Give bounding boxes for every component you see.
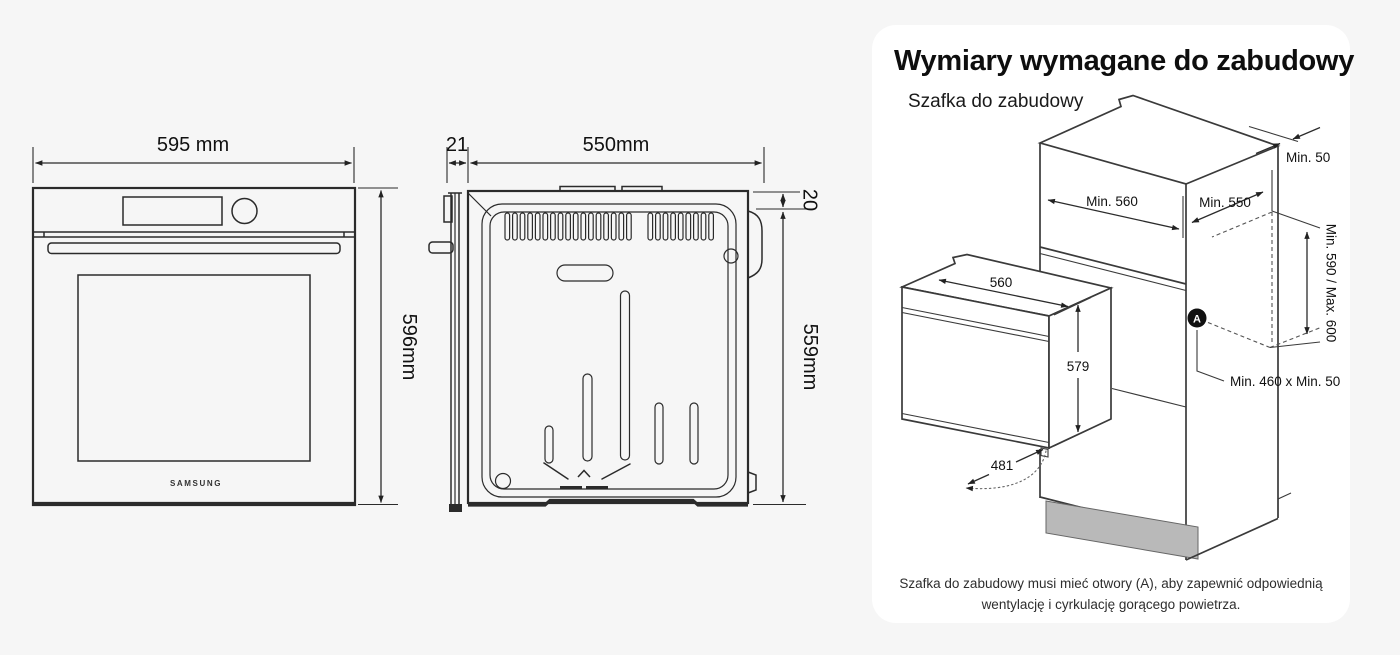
dim-niche-width: Min. 560 xyxy=(1047,194,1184,238)
oven-width-label: 560 xyxy=(990,275,1013,290)
vent-badge-letter: A xyxy=(1193,313,1201,325)
niche-depth-label: Min. 550 xyxy=(1199,195,1251,210)
cabinet-iso-drawing: Min. 50 Min. 560 Min. 550 Min. 590 / Max… xyxy=(899,94,1340,561)
side-view-drawing: 21 550mm xyxy=(428,134,821,512)
front-height-label: 596mm xyxy=(398,314,420,381)
niche-hidden-edges xyxy=(1207,211,1323,349)
cabinet-outline xyxy=(1037,94,1292,561)
vent-opening-label: Min. 460 x Min. 50 xyxy=(1230,374,1340,389)
oven-height-label: 579 xyxy=(1067,359,1090,374)
niche-height-label: Min. 590 / Max. 600 xyxy=(1324,224,1339,343)
side-top-offset-label: 20 xyxy=(799,189,821,211)
ventilation-note: Szafka do zabudowy musi mieć otwory (A),… xyxy=(886,574,1336,616)
dim-niche-depth: Min. 550 xyxy=(1191,191,1264,224)
dim-door-open: 481 xyxy=(965,448,1047,492)
front-view-drawing: 595 mm SAMSUNG 596mm xyxy=(31,134,420,507)
panel-title: Wymiary wymagane do zabudowy xyxy=(894,45,1355,77)
ventilation-note-line1: Szafka do zabudowy musi mieć otwory (A),… xyxy=(899,576,1323,591)
brand-logo: SAMSUNG xyxy=(170,479,222,488)
dim-oven-width: 560 xyxy=(938,275,1069,308)
vent-badge xyxy=(1187,308,1207,328)
side-height-label: 559mm xyxy=(799,324,821,391)
side-depth-label: 550mm xyxy=(583,134,650,156)
side-handle xyxy=(428,241,454,254)
ventilation-note-line2: wentylację i cyrkulację gorącego powietr… xyxy=(981,596,1241,612)
front-width-label: 595 mm xyxy=(157,134,229,156)
vent-slots-right xyxy=(647,212,714,241)
side-pill-cutout xyxy=(556,264,614,282)
door-handle xyxy=(47,242,341,255)
technical-drawings: 595 mm SAMSUNG 596mm xyxy=(31,134,821,512)
vent-slots-left xyxy=(504,212,632,241)
control-knob xyxy=(231,197,258,225)
panel-subtitle: Szafka do zabudowy xyxy=(908,91,1084,112)
door-bottom-edge xyxy=(449,504,462,512)
side-door-depth-label: 21 xyxy=(446,134,468,156)
door-top-trim xyxy=(443,195,453,223)
cabinet-plinth xyxy=(1045,500,1199,560)
vent-opening-callout: Min. 460 x Min. 50 A xyxy=(1187,308,1340,389)
dim-niche-height: Min. 590 / Max. 600 xyxy=(1269,210,1339,349)
builtin-requirements-panel: Wymiary wymagane do zabudowy Szafka do z… xyxy=(872,25,1354,623)
niche-width-label: Min. 560 xyxy=(1086,194,1138,209)
top-clearance-label: Min. 50 xyxy=(1286,150,1330,165)
dim-top-clearance: Min. 50 xyxy=(1248,125,1330,165)
display-screen xyxy=(122,196,223,226)
dim-oven-height: 579 xyxy=(1053,297,1092,447)
door-glass xyxy=(77,274,311,462)
door-open-label: 481 xyxy=(991,458,1014,473)
